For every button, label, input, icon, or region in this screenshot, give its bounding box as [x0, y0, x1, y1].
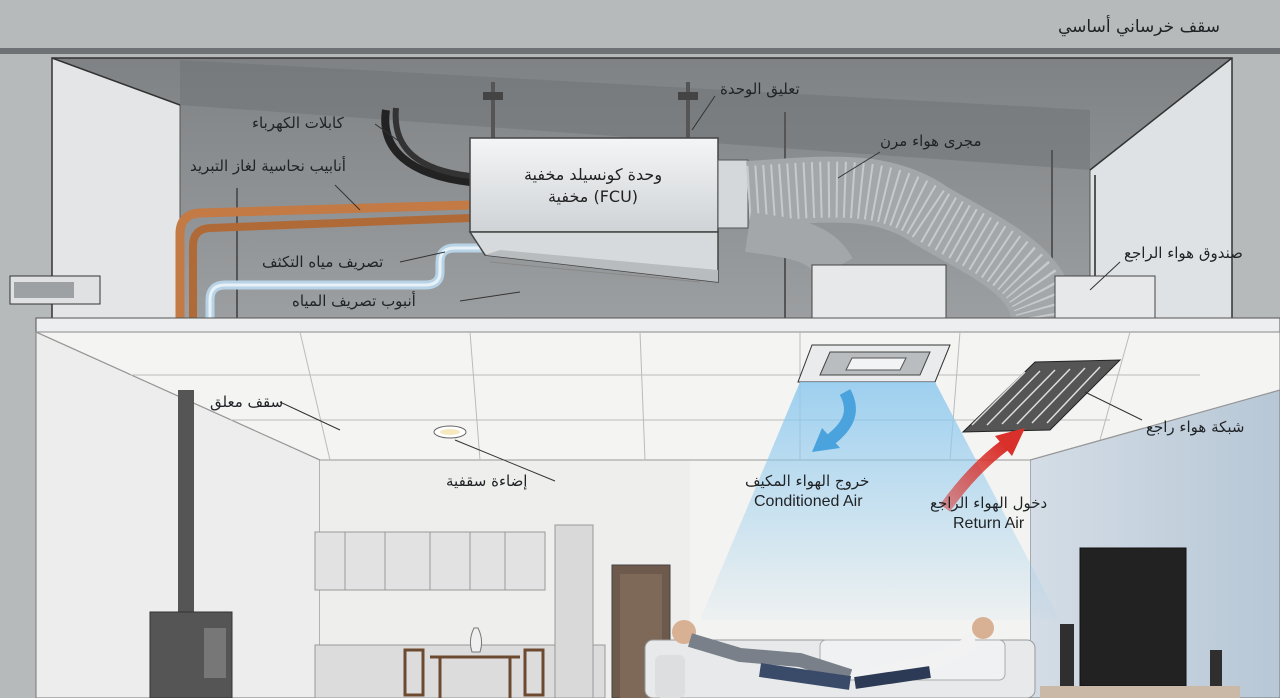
conditioned-airflow — [700, 382, 1060, 620]
label-electric-cables: كابلات الكهرباء — [252, 114, 344, 132]
supply-diffuser — [797, 344, 951, 383]
supply-plenum-box — [811, 264, 947, 328]
wood-stove — [149, 390, 233, 698]
label-return-air-box: صندوق هواء الراجع — [1124, 244, 1243, 262]
electric-cables — [381, 109, 471, 186]
label-copper-pipes: أنابيب نحاسية لغاز التبريد — [190, 157, 346, 175]
flexible-duct — [745, 156, 1078, 326]
label-concrete-ceiling: سقف خرساني أساسي — [1058, 17, 1221, 37]
fcu-unit — [468, 137, 719, 283]
label-return-grille: شبكة هواء راجع — [1146, 418, 1245, 436]
kitchen — [314, 524, 606, 698]
suspended-ceiling-edge — [35, 317, 1280, 333]
label-return-air-en: Return Air — [953, 515, 1025, 532]
conditioned-air-arrow — [826, 389, 856, 445]
label-conditioned-air-ar: خروج الهواء المكيف — [745, 472, 870, 490]
label-drain-pipe: أنبوب تصريف المياه — [292, 292, 416, 310]
label-unit-suspension: تعليق الوحدة — [720, 80, 800, 98]
return-air-grille — [961, 359, 1122, 433]
return-air-arrow — [940, 440, 1009, 512]
label-fcu-unit: وحدة كونسيلد مخفية مخفية (FCU) — [488, 164, 698, 208]
label-suspended-ceiling: سقف معلق — [210, 393, 284, 411]
dining-table — [403, 648, 545, 698]
label-flexible-duct: مجرى هواء مرن — [880, 132, 982, 150]
label-conditioned-air-en: Conditioned Air — [754, 493, 863, 510]
label-fcu-line2: مخفية (FCU) — [547, 187, 639, 206]
copper-pipes — [175, 200, 471, 320]
leader-lines — [279, 95, 1143, 482]
return-air-box — [1054, 275, 1156, 321]
label-fcu-line1: وحدة كونسيلد مخفية — [523, 165, 663, 184]
people-relaxing — [672, 617, 994, 690]
television — [1040, 547, 1240, 698]
label-return-air-ar: دخول الهواء الراجع — [930, 494, 1048, 512]
label-condensate-drain: تصريف مياه التكثف — [262, 253, 384, 271]
label-ceiling-light: إضاءة سقفية — [446, 472, 528, 490]
